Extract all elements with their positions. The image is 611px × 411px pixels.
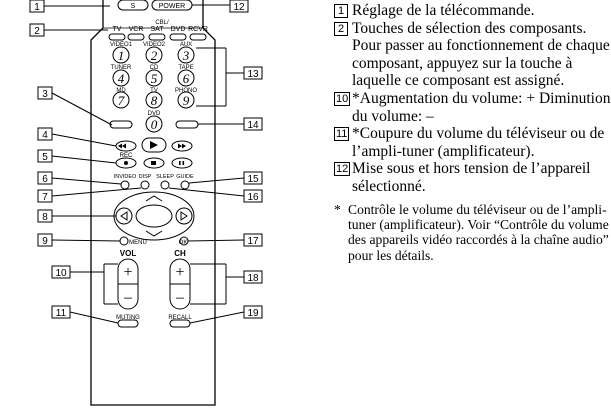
- key-label-aux: AUX: [180, 42, 192, 48]
- legend-text-11: *Coupure du volume du téléviseur ou de l…: [352, 125, 605, 160]
- footnote-text: Contrôle le volume du téléviseur ou de l…: [348, 201, 609, 263]
- callout-12: 12: [233, 2, 245, 13]
- callout-13: 13: [247, 69, 259, 80]
- ch-plus: +: [175, 264, 184, 281]
- legend-number-12: 12: [334, 162, 351, 177]
- legend-footnote: * Contrôle le volume du téléviseur ou de…: [334, 202, 611, 264]
- component-selector-buttons: TV VCR SAT DVD RCVR: [108, 26, 208, 41]
- key-0: 0: [151, 117, 158, 132]
- disp-label: DISP: [139, 174, 152, 180]
- legend-number-2: 2: [334, 21, 348, 36]
- muting-label: MUTING: [116, 315, 140, 321]
- callout-5: 5: [42, 152, 48, 163]
- function-buttons: INVIDEO DISP SLEEP GUIDE: [114, 174, 194, 190]
- legend-item-2: 2 Touches de sélection des composants. P…: [334, 20, 611, 90]
- transport-buttons: REC: [115, 137, 193, 169]
- legend-number-11: 11: [334, 127, 350, 142]
- callout-4: 4: [42, 130, 48, 141]
- callout-19: 19: [247, 308, 259, 319]
- callout-16: 16: [247, 192, 259, 203]
- callout-18: 18: [247, 273, 259, 284]
- vol-minus: –: [123, 289, 133, 306]
- selector-rcvr-label: RCVR: [188, 26, 208, 33]
- key-label-phono: PHONO: [175, 88, 197, 94]
- key-label-tape: TAPE: [178, 65, 193, 71]
- vol-plus: +: [123, 264, 132, 281]
- rec-label: REC: [120, 153, 133, 159]
- selector-sat-label: SAT: [150, 26, 164, 33]
- legend-text-12: Mise sous et hors tension de l’appareil …: [352, 160, 591, 195]
- ch-minus: –: [175, 289, 185, 306]
- key-label-md: MD: [116, 88, 126, 94]
- legend-item-1: 1 Réglage de la télécommande.: [334, 2, 611, 20]
- legend-item-10: 10 *Augmentation du volume: + Diminution…: [334, 90, 611, 125]
- key-5: 5: [151, 71, 158, 86]
- selector-tv-label: TV: [113, 26, 122, 33]
- key-label-tv: TV: [150, 88, 158, 94]
- callout-3: 3: [42, 89, 48, 100]
- legend-text-10: *Augmentation du volume: + Diminution du…: [352, 89, 611, 125]
- vol-label: VOL: [120, 249, 137, 258]
- key-8: 8: [151, 93, 158, 108]
- ok-label: OK: [179, 240, 188, 246]
- key-label-dvd: DVD: [148, 111, 161, 117]
- callout-9: 9: [42, 236, 48, 247]
- callout-8: 8: [42, 212, 48, 223]
- selector-vcr-label: VCR: [129, 26, 144, 33]
- legend-number-10: 10: [334, 91, 351, 106]
- callout-11: 11: [56, 308, 67, 319]
- legend-item-11: 11 *Coupure du volume du téléviseur ou d…: [334, 125, 611, 160]
- key-6: 6: [183, 71, 190, 86]
- key-1: 1: [118, 48, 125, 63]
- key-2: 2: [151, 48, 158, 63]
- menu-label: MENU: [129, 240, 147, 246]
- legend: 1 Réglage de la télécommande. 2 Touches …: [334, 2, 611, 263]
- callout-10: 10: [55, 268, 67, 279]
- callout-17: 17: [247, 236, 259, 247]
- key-label-video2: VIDEO2: [143, 42, 166, 48]
- callout-6: 6: [42, 174, 48, 185]
- footnote-marker: *: [334, 201, 341, 217]
- callout-14: 14: [247, 120, 259, 131]
- key-9: 9: [183, 93, 190, 108]
- callout-7: 7: [42, 192, 48, 203]
- legend-text-2: Touches de sélection des composants. Pou…: [352, 19, 610, 90]
- power-button-label: POWER: [159, 3, 185, 10]
- legend-text-1: Réglage de la télécommande.: [352, 2, 535, 19]
- key-label-tuner: TUNER: [111, 65, 132, 71]
- navigation-pad: [113, 191, 195, 241]
- guide-label: GUIDE: [176, 174, 194, 180]
- numeric-keypad: VIDEO1 VIDEO2 AUX 1 2 3 TUNER CD TAPE 4 …: [109, 42, 199, 133]
- key-4: 4: [118, 71, 125, 86]
- s-button: [117, 0, 149, 11]
- recall-label: RECALL: [168, 315, 192, 321]
- selector-dvd-label: DVD: [171, 26, 186, 33]
- key-7: 7: [118, 93, 125, 108]
- callout-15: 15: [247, 174, 259, 185]
- callouts-right: 12 13 14 15 16 17 18 19: [168, 0, 263, 324]
- key-label-cd: CD: [150, 65, 159, 71]
- cbl-label: CBL/: [155, 20, 169, 26]
- legend-number-1: 1: [334, 4, 348, 18]
- legend-item-12: 12 Mise sous et hors tension de l’appare…: [334, 160, 611, 195]
- key-label-video1: VIDEO1: [110, 42, 133, 48]
- s-button-label: S: [131, 3, 136, 10]
- callout-1: 1: [34, 2, 40, 13]
- callouts-left: 1 2 3 4 5 6 7 8 9 10 11: [29, 0, 142, 324]
- sleep-label: SLEEP: [156, 174, 174, 180]
- invideo-label: INVIDEO: [114, 174, 137, 180]
- callout-2: 2: [34, 26, 40, 37]
- ch-label: CH: [174, 249, 186, 258]
- remote-control-diagram: S POWER CBL/ TV VCR SAT DVD RCVR VIDEO1 …: [29, 0, 263, 406]
- key-3: 3: [182, 48, 190, 63]
